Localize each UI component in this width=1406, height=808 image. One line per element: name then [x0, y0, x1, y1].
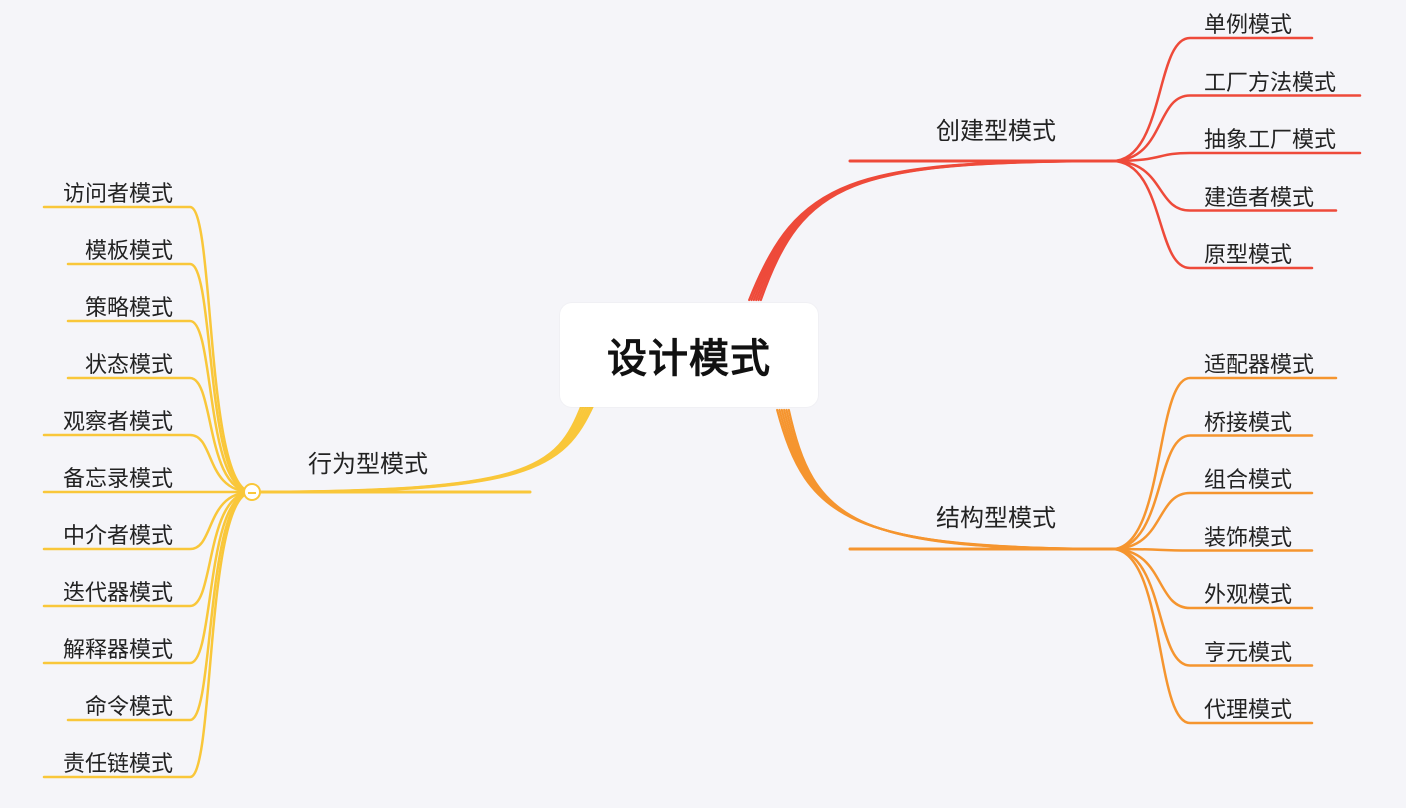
leaf-behavioral-0[interactable]: 访问者模式: [62, 182, 173, 207]
leaf-structural-1[interactable]: 桥接模式: [1204, 410, 1293, 436]
trunk-creational: [748, 159, 1114, 302]
link-creational-1: [1110, 94, 1362, 163]
link-structural-2: [1110, 491, 1314, 551]
link-structural-6: [1110, 547, 1314, 725]
root-node[interactable]: 设计模式: [560, 303, 818, 407]
trunk-creational: [752, 159, 1114, 302]
leaf-creational-1[interactable]: 工厂方法模式: [1204, 70, 1337, 96]
leaf-structural-0[interactable]: 适配器模式: [1204, 353, 1315, 378]
link-creational-0: [1110, 36, 1314, 163]
link-behavioral-1: [66, 262, 254, 494]
leaf-behavioral-8[interactable]: 解释器模式: [62, 638, 173, 663]
link-creational-4: [1110, 159, 1314, 270]
link-structural-3: [1110, 547, 1314, 552]
link-behavioral-4: [42, 433, 254, 494]
link-behavioral-3: [66, 376, 254, 494]
leaf-structural-3[interactable]: 装饰模式: [1204, 525, 1293, 551]
leaf-behavioral-3[interactable]: 状态模式: [84, 353, 173, 378]
branch-structural[interactable]: 结构型模式: [936, 504, 1056, 532]
collapse-toggle-icon[interactable]: [243, 483, 261, 501]
trunk-creational: [755, 159, 1114, 302]
link-creational-3: [1110, 159, 1338, 212]
link-behavioral-6: [42, 490, 254, 551]
link-behavioral-2: [66, 319, 254, 494]
link-structural-5: [1110, 547, 1314, 667]
link-creational-2: [1110, 151, 1362, 163]
link-structural-4: [1110, 547, 1314, 610]
trunk-creational: [757, 159, 1114, 302]
trunk-creational: [759, 159, 1114, 302]
link-behavioral-10: [42, 490, 254, 779]
leaf-structural-2[interactable]: 组合模式: [1204, 468, 1293, 493]
link-behavioral-0: [42, 205, 254, 494]
trunk-creational: [750, 159, 1114, 302]
leaf-creational-2[interactable]: 抽象工厂模式: [1204, 128, 1337, 153]
leaf-structural-5[interactable]: 亨元模式: [1204, 640, 1293, 666]
leaf-behavioral-9[interactable]: 命令模式: [84, 695, 173, 720]
leaf-creational-4[interactable]: 原型模式: [1204, 243, 1293, 268]
branch-behavioral[interactable]: 行为型模式: [308, 450, 428, 478]
leaf-behavioral-2[interactable]: 策略模式: [84, 296, 173, 321]
leaf-behavioral-7[interactable]: 迭代器模式: [62, 581, 173, 606]
leaf-behavioral-1[interactable]: 模板模式: [84, 239, 173, 264]
leaf-structural-6[interactable]: 代理模式: [1204, 698, 1293, 723]
branch-creational[interactable]: 创建型模式: [936, 117, 1056, 145]
leaf-creational-0[interactable]: 单例模式: [1204, 13, 1293, 38]
leaf-behavioral-10[interactable]: 责任链模式: [62, 752, 173, 777]
leaf-structural-4[interactable]: 外观模式: [1204, 583, 1293, 608]
leaf-behavioral-4[interactable]: 观察者模式: [62, 410, 173, 435]
leaf-creational-3[interactable]: 建造者模式: [1204, 185, 1315, 211]
link-structural-1: [1110, 434, 1314, 551]
link-behavioral-7: [42, 490, 254, 608]
leaf-behavioral-5[interactable]: 备忘录模式: [62, 467, 173, 492]
link-structural-0: [1110, 376, 1338, 551]
link-behavioral-8: [42, 490, 254, 665]
root-label: 设计模式: [607, 336, 771, 382]
leaf-behavioral-6[interactable]: 中介者模式: [62, 524, 173, 549]
